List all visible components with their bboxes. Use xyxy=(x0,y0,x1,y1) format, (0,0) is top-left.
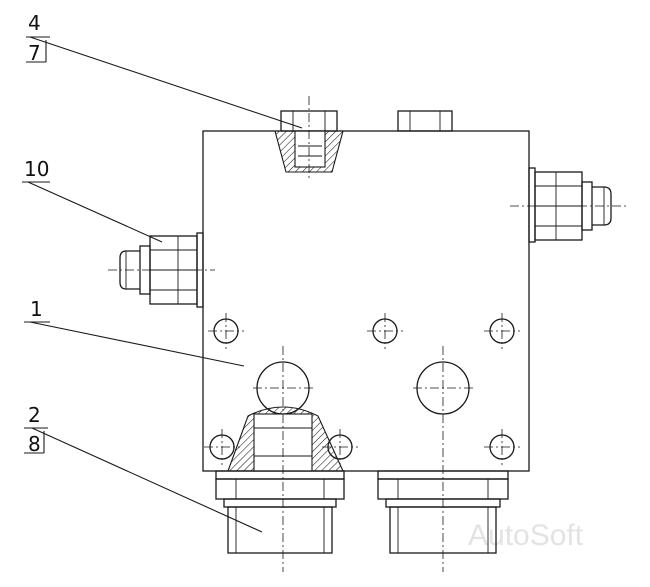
callout-7: 7 xyxy=(28,41,41,65)
callout-1-label: 1 xyxy=(30,297,43,321)
callout-4-7: 4 7 xyxy=(26,11,50,65)
callout-10: 10 xyxy=(22,157,50,183)
callout-10-label: 10 xyxy=(24,157,49,181)
bottom-left-fitting xyxy=(215,470,345,554)
callout-2-8: 2 8 xyxy=(24,403,48,456)
callout-4: 4 xyxy=(28,11,41,35)
callout-2: 2 xyxy=(28,403,41,427)
watermark: AutoSoft xyxy=(468,519,584,552)
top-plug xyxy=(397,110,453,132)
top-fitting-section xyxy=(274,110,344,173)
center-lines xyxy=(108,96,628,572)
right-fitting xyxy=(528,167,612,243)
bottom-fitting-section xyxy=(227,406,344,472)
leader-lines xyxy=(27,36,303,533)
callout-8: 8 xyxy=(28,432,41,456)
callout-1: 1 xyxy=(24,297,50,323)
